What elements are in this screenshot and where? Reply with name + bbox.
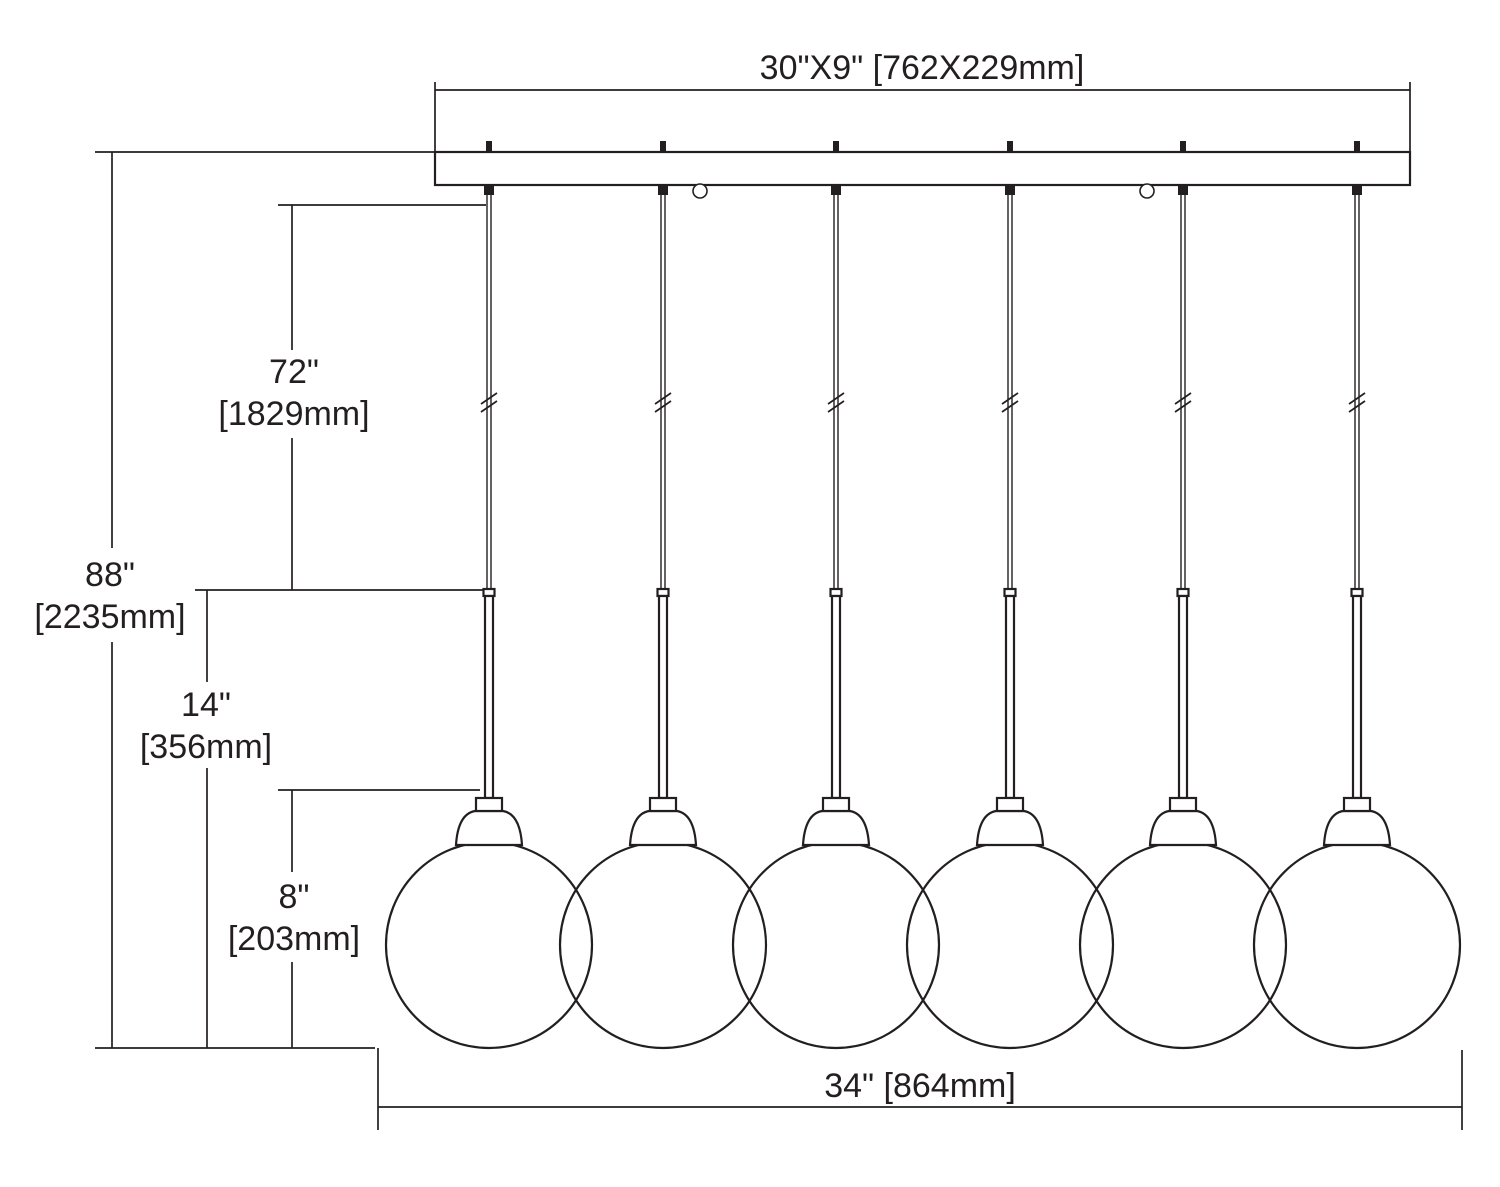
cord-length-label-in: 72" — [269, 353, 319, 391]
canopy-bar — [433, 150, 1412, 187]
pendant-1 — [384, 139, 594, 1050]
overall-height-label-in: 88" — [85, 556, 135, 594]
dim-overall-height: 88" [2235mm] — [34, 151, 435, 1049]
dim-cord-length: 72" [1829mm] — [195, 204, 486, 591]
canopy-size-label: 30"X9" [762X229mm] — [760, 49, 1085, 87]
shade-height-label-in: 8" — [279, 878, 310, 916]
pendant-4 — [905, 139, 1115, 1050]
dim-stem-length: 14" [356mm] — [140, 590, 272, 1048]
pendant-6 — [1252, 139, 1462, 1050]
overall-width-label: 34" [864mm] — [824, 1067, 1016, 1105]
pendant-5 — [1078, 139, 1288, 1050]
dim-overall-width: 34" [864mm] — [377, 1048, 1463, 1130]
cord-length-label-mm: [1829mm] — [218, 395, 369, 433]
pendant-2 — [558, 139, 768, 1050]
stem-length-label-in: 14" — [181, 686, 231, 724]
stem-length-label-mm: [356mm] — [140, 728, 272, 766]
pendant-3 — [731, 139, 941, 1050]
canopy-knockout-hole — [692, 183, 708, 199]
dim-shade-height: 8" [203mm] — [228, 789, 480, 1048]
canopy-knockout-hole — [1139, 183, 1155, 199]
dim-canopy-size: 30"X9" [762X229mm] — [434, 49, 1411, 152]
shade-height-label-mm: [203mm] — [228, 920, 360, 958]
overall-height-label-mm: [2235mm] — [34, 598, 185, 636]
